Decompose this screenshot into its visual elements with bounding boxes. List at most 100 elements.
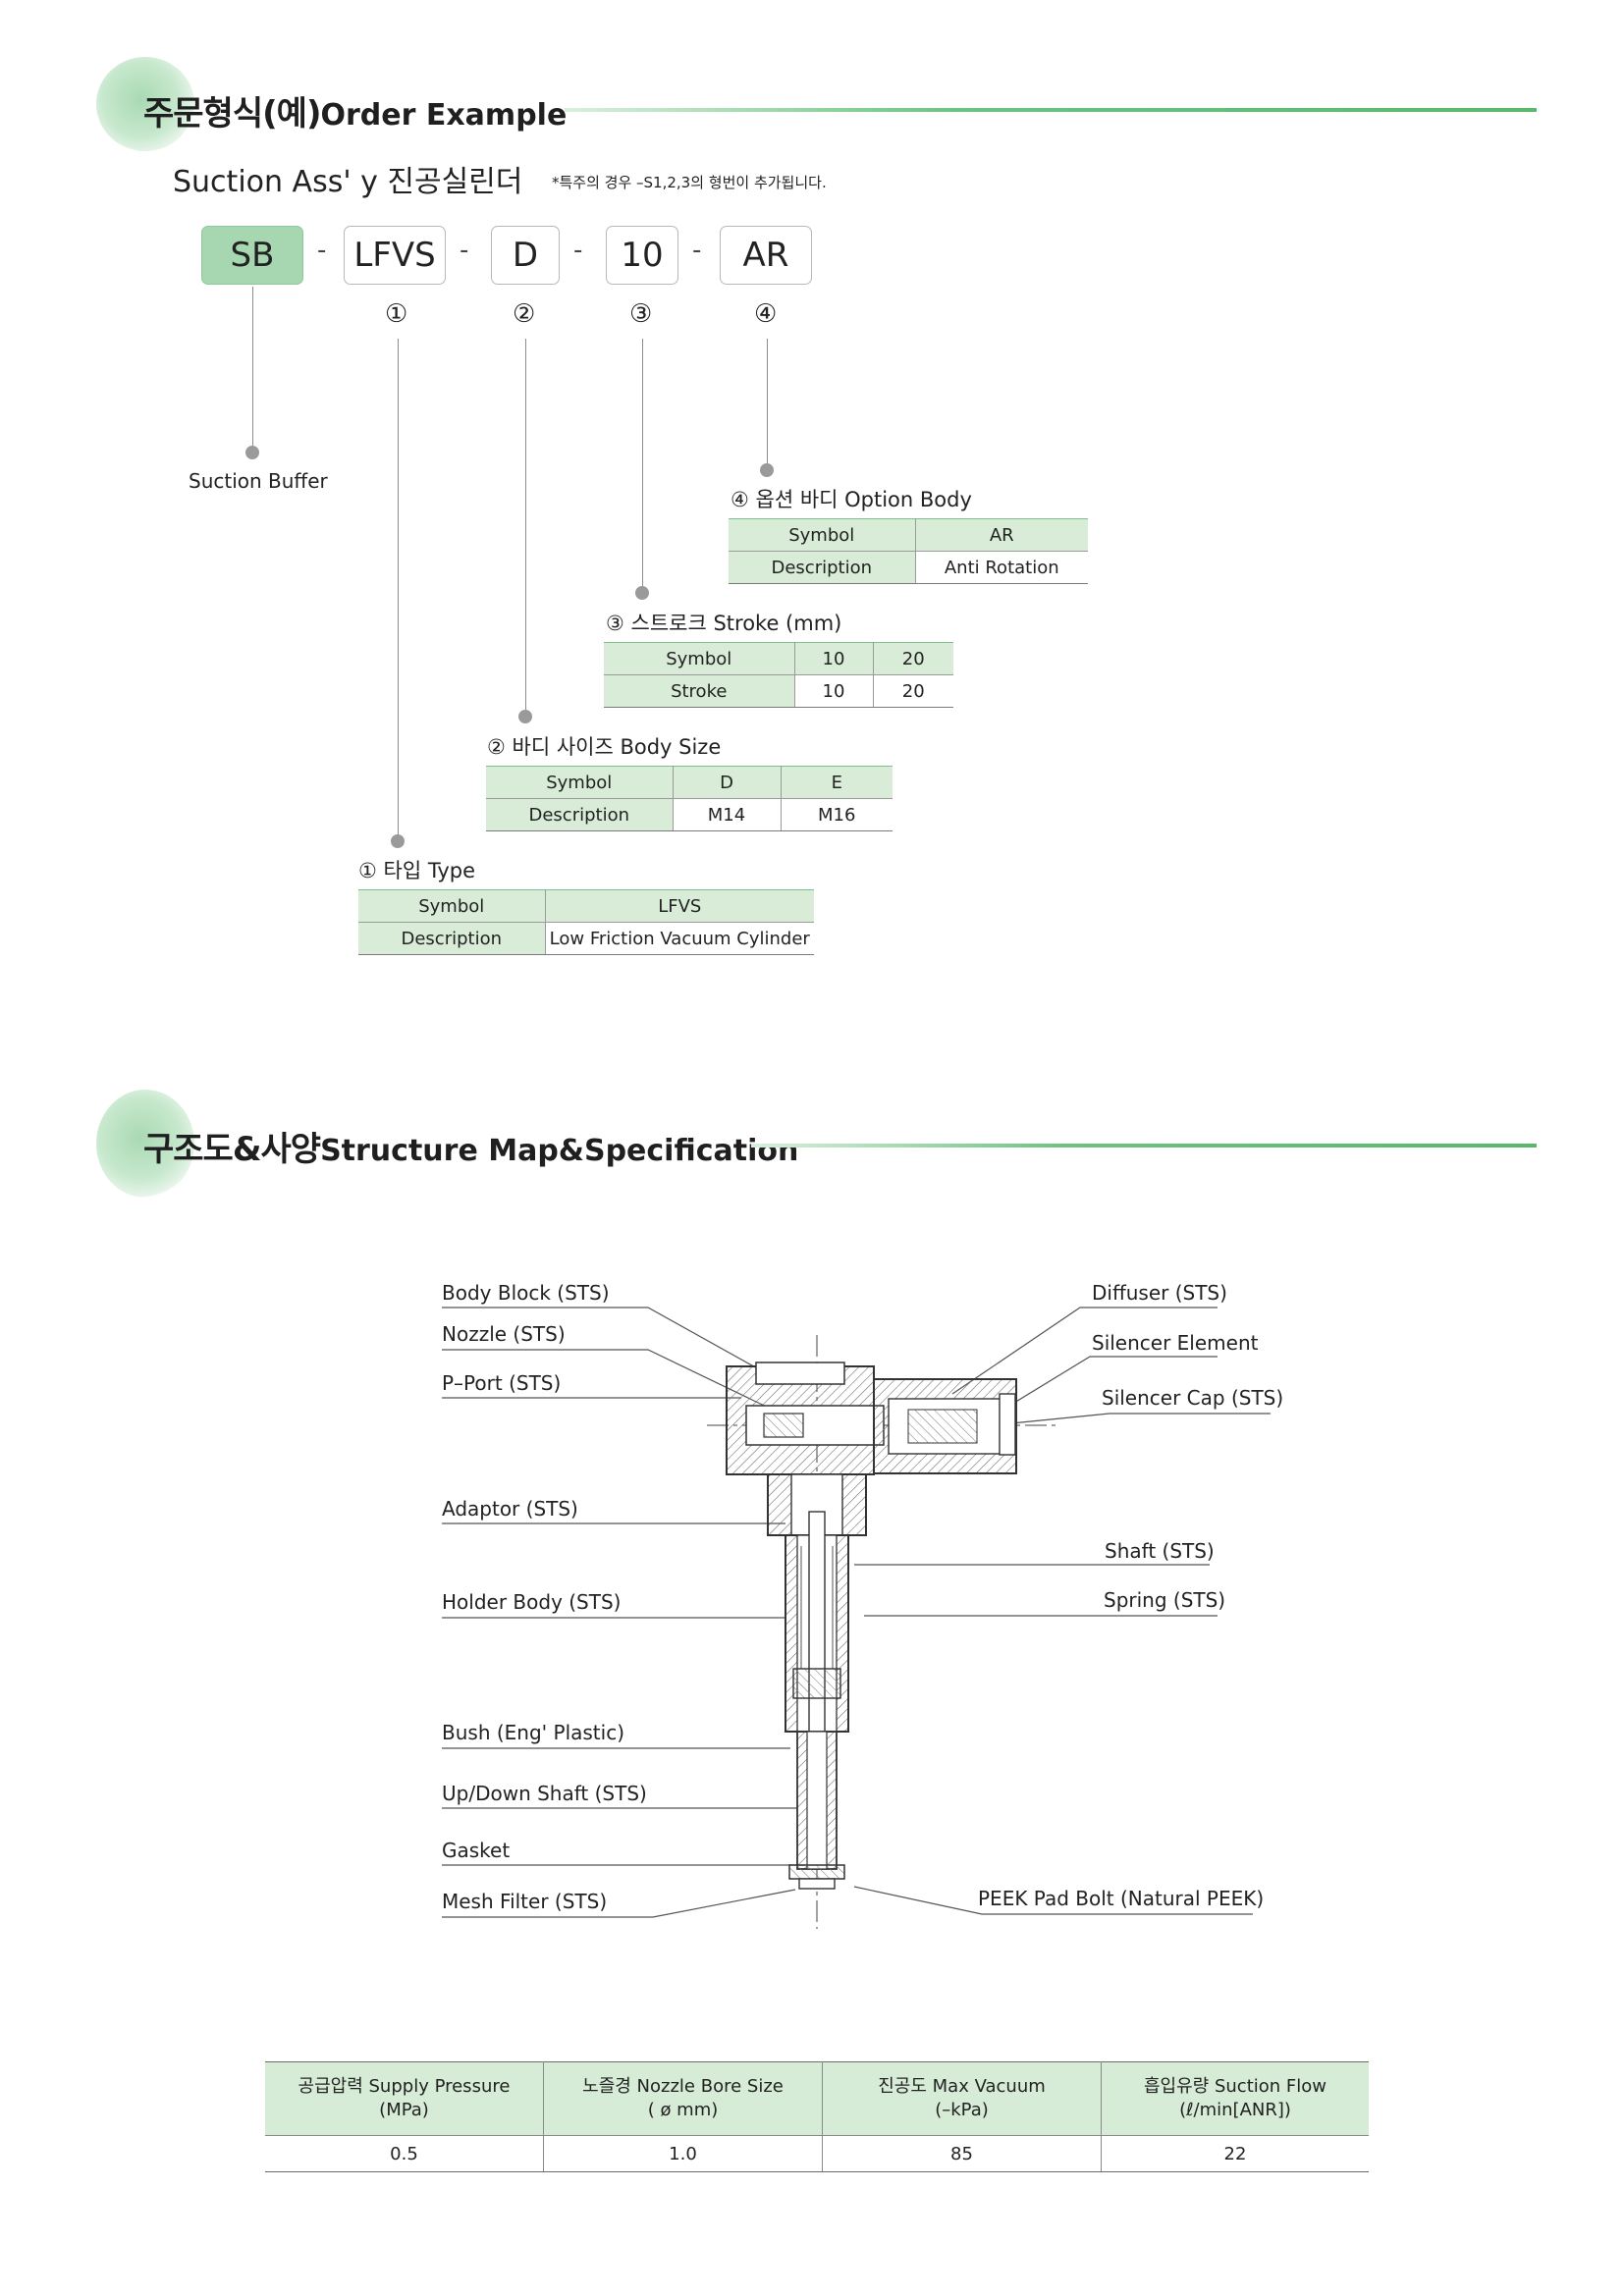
type-table: Symbol LFVS Description Low Friction Vac… [358,889,814,955]
callout-gasket: Gasket [442,1839,511,1862]
table-header-suction-flow: 흡입유량 Suction Flow (ℓ/min[ANR]) [1101,2061,1369,2136]
table-cell: D [673,766,782,799]
header-unit: ( ø mm) [647,2100,719,2120]
table-header-supply-pressure: 공급압력 Supply Pressure (MPa) [265,2061,544,2136]
order-section-title: 주문형식(예)Order Example [143,86,567,134]
table-header-row: 공급압력 Supply Pressure (MPa) 노즐경 Nozzle Bo… [265,2061,1369,2136]
callout-diffuser: Diffuser (STS) [1092,1281,1227,1305]
order-subtitle: Suction Ass' y 진공실린더 [173,165,523,199]
stroke-title: ③ 스트로크 Stroke (mm) [606,612,842,635]
option-body-table: Symbol AR Description Anti Rotation [729,518,1088,584]
table-cell: 10 [794,642,874,675]
table-cell: E [781,766,893,799]
marker-2: ② [513,299,536,329]
marker-1: ① [385,299,408,329]
code-box-type: LFVS [344,226,446,285]
code-box-stroke: 10 [606,226,678,285]
table-cell: Anti Rotation [915,551,1088,584]
order-section-rule [565,108,1537,112]
structure-title-kr: 구조도&사양 [143,1130,321,1169]
leader-dot-series [245,446,259,459]
option-body-title: ④ 옵션 바디 Option Body [731,488,972,511]
code-box-series: SB [201,226,303,285]
leader-line-4 [767,339,768,468]
header-unit: (–kPa) [935,2100,989,2120]
table-cell: Low Friction Vacuum Cylinder [545,922,814,955]
header-blob-decoration [96,57,194,151]
table-cell: LFVS [545,889,814,923]
table-cell: 85 [822,2135,1102,2172]
header-line: 공급압력 Supply Pressure [298,2075,511,2097]
structure-title-en: Structure Map&Specification [320,1134,799,1168]
callout-mesh-filter: Mesh Filter (STS) [442,1890,608,1913]
callout-peek-pad-bolt: PEEK Pad Bolt (Natural PEEK) [978,1887,1265,1910]
marker-4: ④ [754,299,778,329]
table-cell: Description [486,798,674,831]
leader-line-1 [398,339,399,839]
table-row: Stroke 10 20 [604,674,953,708]
callout-shaft: Shaft (STS) [1105,1539,1215,1563]
header-line: 노즐경 Nozzle Bore Size [582,2075,784,2097]
header-unit: (MPa) [379,2100,429,2120]
marker-3: ③ [629,299,653,329]
code-dash: - [692,236,702,265]
table-row: 0.5 1.0 85 22 [265,2135,1369,2172]
table-cell: 10 [794,674,874,708]
table-cell: AR [915,518,1088,552]
table-row: Symbol LFVS [358,889,814,923]
table-row: Symbol 10 20 [604,642,953,675]
structure-section-title: 구조도&사양Structure Map&Specification [143,1122,798,1170]
leader-line-series [252,287,253,450]
type-title: ① 타입 Type [358,859,476,882]
table-cell: Description [729,551,916,584]
callout-nozzle: Nozzle (STS) [442,1322,566,1346]
table-cell: Symbol [729,518,916,552]
leader-dot-4 [760,463,774,477]
table-row: Description Low Friction Vacuum Cylinder [358,922,814,955]
table-header-nozzle-bore: 노즐경 Nozzle Bore Size ( ø mm) [543,2061,823,2136]
callout-silencer-cap: Silencer Cap (STS) [1102,1386,1284,1410]
callout-up-down-shaft: Up/Down Shaft (STS) [442,1782,647,1805]
leader-dot-3 [635,586,649,600]
code-dash: - [317,236,327,265]
header-blob-decoration [96,1090,194,1198]
code-box-body-size: D [491,226,560,285]
table-cell: Symbol [604,642,795,675]
order-note: *특주의 경우 –S1,2,3의 형번이 추가됩니다. [552,174,827,191]
table-row: Symbol AR [729,518,1088,552]
code-dash: - [460,236,469,265]
leader-line-2 [525,339,526,716]
code-dash: - [573,236,583,265]
table-cell: Symbol [486,766,674,799]
body-size-title: ② 바디 사이즈 Body Size [487,735,722,759]
table-cell: 22 [1101,2135,1369,2172]
header-unit: (ℓ/min[ANR]) [1179,2100,1291,2120]
leader-dot-1 [391,834,405,848]
callout-spring: Spring (STS) [1104,1588,1226,1612]
code-box-option: AR [720,226,812,285]
table-cell: M14 [673,798,782,831]
table-header-max-vacuum: 진공도 Max Vacuum (–kPa) [822,2061,1102,2136]
table-cell: M16 [781,798,893,831]
spec-table: 공급압력 Supply Pressure (MPa) 노즐경 Nozzle Bo… [265,2061,1369,2172]
order-title-en: Order Example [320,98,568,133]
table-cell: 20 [873,674,953,708]
callout-p-port: P–Port (STS) [442,1371,562,1395]
suction-buffer-label: Suction Buffer [189,469,328,493]
table-cell: 20 [873,642,953,675]
callout-body-block: Body Block (STS) [442,1281,610,1305]
stroke-table: Symbol 10 20 Stroke 10 20 [604,642,953,708]
body-size-table: Symbol D E Description M14 M16 [486,766,893,831]
leader-dot-2 [518,710,532,723]
table-row: Description Anti Rotation [729,551,1088,584]
table-row: Symbol D E [486,766,893,799]
table-cell: Symbol [358,889,546,923]
callout-holder-body: Holder Body (STS) [442,1590,622,1614]
table-cell: 1.0 [543,2135,823,2172]
table-cell: Stroke [604,674,795,708]
table-cell: Description [358,922,546,955]
table-cell: 0.5 [265,2135,544,2172]
header-line: 흡입유량 Suction Flow [1144,2075,1326,2097]
table-row: Description M14 M16 [486,798,893,831]
